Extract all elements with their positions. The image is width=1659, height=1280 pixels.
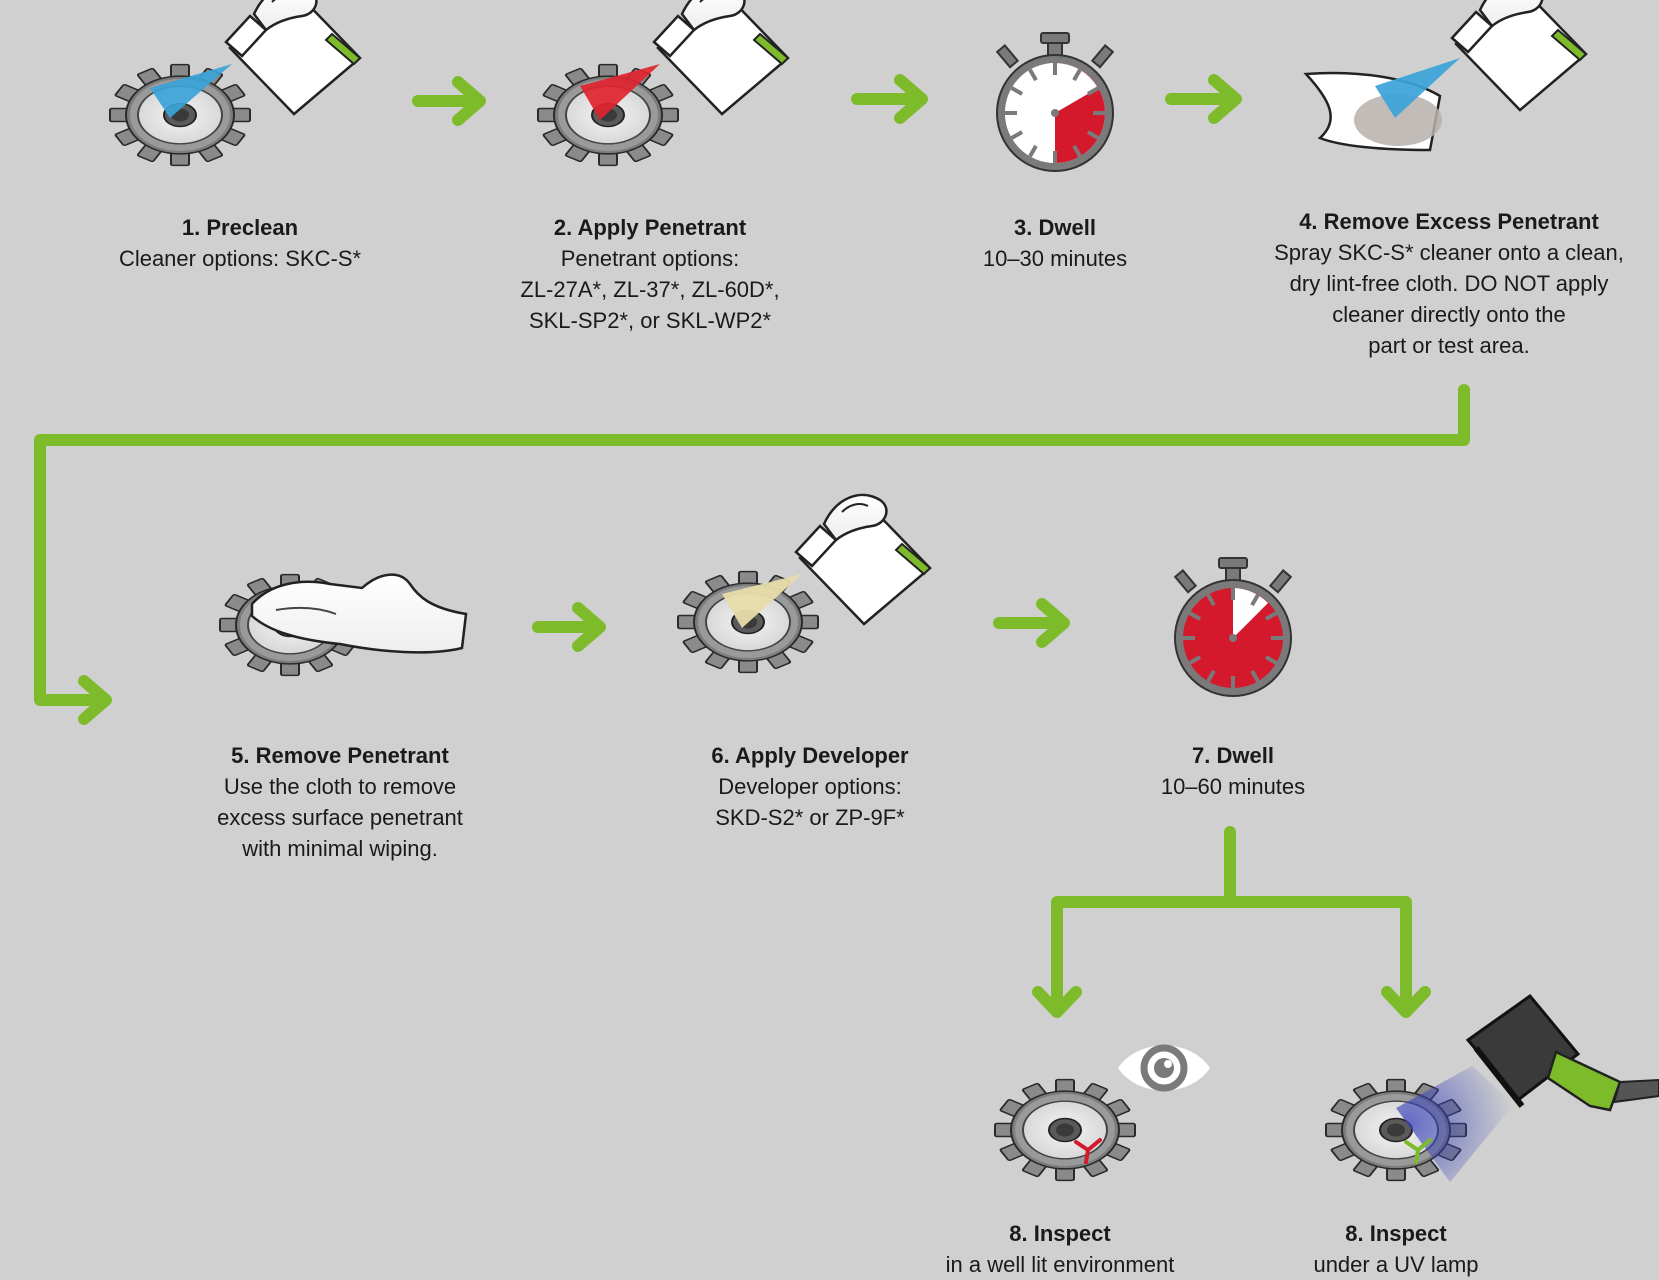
- cleaner-spray-cone: [150, 64, 232, 118]
- stopwatch-icon-2: [1174, 557, 1292, 697]
- step-8a-description: in a well lit environment: [945, 1252, 1175, 1277]
- arrow-3-to-4: [1165, 74, 1242, 124]
- arrow-7-branch: [1032, 826, 1431, 1018]
- step-3-caption: 3. Dwell 10–30 minutes: [925, 212, 1185, 274]
- penetrant-spray-cone: [580, 64, 660, 120]
- cloth-spray-icon: [1303, 58, 1460, 152]
- step-6-title: 6. Apply Developer: [711, 743, 909, 768]
- step-4-title: 4. Remove Excess Penetrant: [1299, 209, 1599, 234]
- step-1-caption: 1. Preclean Cleaner options: SKC-S*: [80, 212, 400, 274]
- step-7-title: 7. Dwell: [1192, 743, 1274, 768]
- step-8b-description: under a UV lamp: [1313, 1252, 1479, 1277]
- step-2-description: Penetrant options: ZL-27A*, ZL-37*, ZL-6…: [520, 246, 780, 333]
- developer-spray-cone: [722, 574, 802, 628]
- step-6-caption: 6. Apply Developer Developer options: SK…: [640, 740, 980, 833]
- wiping-hand: [250, 573, 468, 654]
- step-8b-title: 8. Inspect: [1345, 1221, 1447, 1246]
- spray-bottle-hand-6: [794, 493, 932, 626]
- step-3-description: 10–30 minutes: [982, 246, 1128, 271]
- step-3-title: 3. Dwell: [1014, 215, 1096, 240]
- step-8a-title: 8. Inspect: [1009, 1221, 1111, 1246]
- arrow-4-to-5: [34, 384, 1470, 725]
- step-2-caption: 2. Apply Penetrant Penetrant options: ZL…: [480, 212, 820, 336]
- step-8b-caption: 8. Inspect under a UV lamp: [1246, 1218, 1546, 1280]
- stopwatch-icon: [996, 32, 1114, 172]
- red-indication-mark: [1074, 1138, 1102, 1164]
- uv-lamp: [1465, 993, 1659, 1112]
- step-7-description: 10–60 minutes: [1160, 774, 1306, 799]
- spray-bottle-hand-1: [224, 0, 362, 116]
- step-2-title: 2. Apply Penetrant: [553, 215, 747, 240]
- eye-icon: [1118, 1044, 1210, 1092]
- gear-eye-icon: [994, 1078, 1136, 1182]
- arrow-1-to-2: [412, 76, 486, 126]
- green-indication-mark: [1404, 1138, 1432, 1164]
- arrow-2-to-3: [851, 74, 928, 124]
- uv-light-beam: [1396, 1066, 1514, 1182]
- step-7-caption: 7. Dwell 10–60 minutes: [1103, 740, 1363, 802]
- flow-arrows: [34, 74, 1470, 1018]
- arrow-6-to-7: [993, 598, 1070, 648]
- step-4-description: Spray SKC-S* cleaner onto a clean, dry l…: [1274, 240, 1624, 358]
- step-4-caption: 4. Remove Excess Penetrant Spray SKC-S* …: [1244, 206, 1654, 361]
- step-6-description: Developer options: SKD-S2* or ZP-9F*: [715, 774, 905, 830]
- step-1-title: 1. Preclean: [181, 215, 299, 240]
- step-5-title: 5. Remove Penetrant: [231, 743, 449, 768]
- spray-bottle-hand-2: [652, 0, 790, 116]
- step-1-description: Cleaner options: SKC-S*: [118, 246, 362, 271]
- step-8a-caption: 8. Inspect in a well lit environment: [900, 1218, 1220, 1280]
- spray-bottle-hand-4: [1450, 0, 1588, 112]
- step-5-description: Use the cloth to remove excess surface p…: [217, 774, 463, 861]
- step-5-caption: 5. Remove Penetrant Use the cloth to rem…: [170, 740, 510, 864]
- arrow-5-to-6: [532, 602, 606, 652]
